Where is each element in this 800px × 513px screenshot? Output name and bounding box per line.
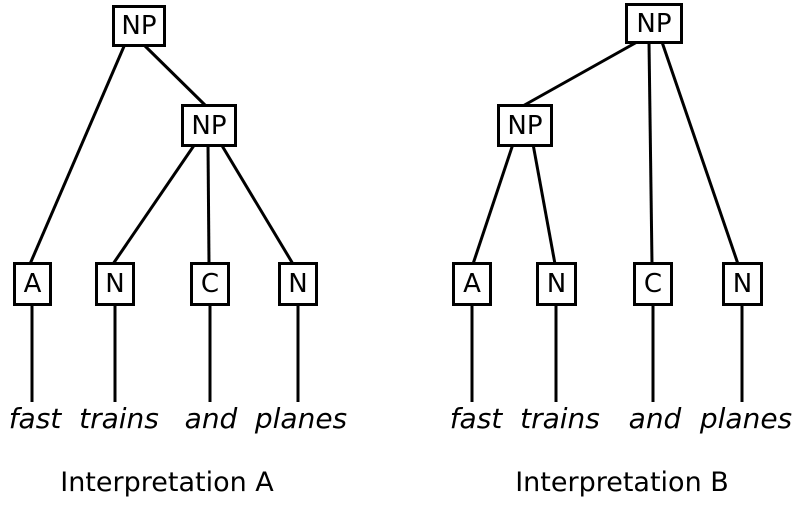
- tree-b-word-trains: trains: [520, 402, 600, 435]
- tree-a-word-trains: trains: [79, 402, 159, 435]
- tree-a-word-fast: fast: [8, 402, 62, 435]
- tree-a-leaf-n1-node: N: [95, 262, 135, 306]
- tree-a-inner-np-node: NP: [181, 104, 237, 147]
- edge-b-root-to-n2: [660, 41, 740, 265]
- tree-b-leaf-n1-node: N: [536, 262, 577, 306]
- edge-a-root-to-np: [141, 42, 209, 109]
- edge-a-np-to-n1: [111, 143, 197, 265]
- tree-b-leaf-c-node: C: [633, 262, 673, 306]
- edge-b-np-to-a: [471, 143, 515, 265]
- tree-a-word-and: and: [184, 402, 238, 435]
- tree-b-root-np-node: NP: [625, 3, 683, 44]
- tree-b-word-fast: fast: [449, 402, 503, 435]
- edge-b-np-to-n1: [531, 143, 557, 265]
- tree-a-caption: Interpretation A: [60, 467, 274, 498]
- tree-b-leaf-n2-node: N: [722, 262, 763, 306]
- tree-a-leaf-n2-node: N: [278, 262, 318, 306]
- tree-a-word-planes: planes: [254, 402, 348, 435]
- edge-b-root-to-np: [520, 40, 638, 109]
- edge-a-np-to-n2: [219, 143, 295, 265]
- edge-a-root-to-a: [28, 43, 127, 265]
- edge-b-root-to-c: [647, 41, 654, 265]
- tree-b-inner-np-node: NP: [497, 104, 553, 147]
- tree-b-word-and: and: [628, 402, 682, 435]
- edge-a-np-to-c: [206, 143, 211, 265]
- tree-a-root-np-node: NP: [112, 5, 166, 47]
- tree-b-caption: Interpretation B: [515, 467, 729, 498]
- tree-a-leaf-c-node: C: [190, 262, 230, 306]
- tree-a-leaf-a-node: A: [13, 262, 52, 306]
- tree-b-leaf-a-node: A: [452, 262, 492, 306]
- tree-b-word-planes: planes: [699, 402, 793, 435]
